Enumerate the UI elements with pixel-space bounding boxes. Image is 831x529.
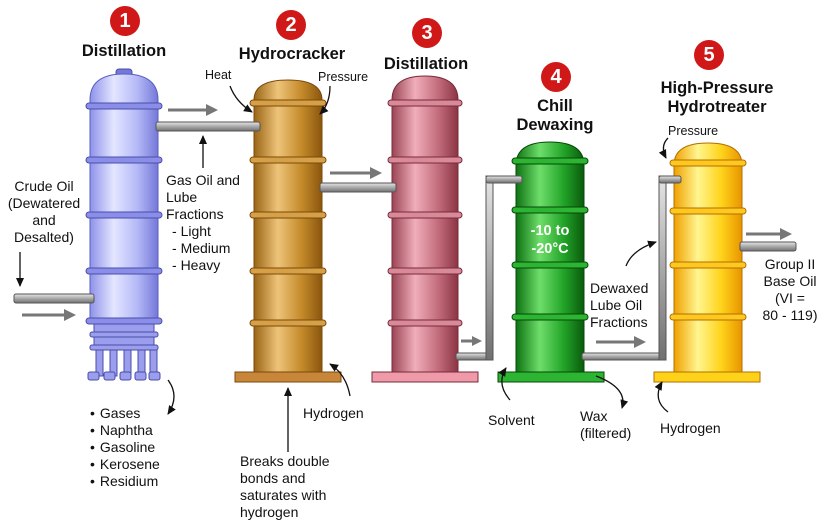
step-1-badge: 1 xyxy=(110,6,140,36)
step-5-badge: 5 xyxy=(694,40,724,70)
pressure-label-hydrocracker: Pressure xyxy=(318,70,369,84)
distillation-products-list: Gases Naphtha Gasoline Kerosene Residium xyxy=(90,405,160,490)
tower-hydrocracker xyxy=(234,79,342,383)
wax-label: Wax (filtered) xyxy=(580,408,632,441)
gas-oil-fraction-list: Light Medium Heavy xyxy=(166,223,240,274)
step-3-title: Distillation xyxy=(383,55,469,73)
tower-dewaxing xyxy=(497,141,605,383)
tower-distillation-1 xyxy=(85,68,163,381)
dewaxed-lube-oil-label: Dewaxed Lube Oil Fractions xyxy=(590,280,649,330)
tower-distillation-3 xyxy=(371,75,479,383)
hydrogen-label-hydrocracker: Hydrogen xyxy=(303,405,364,421)
group-ii-base-oil-label: Group II Base Oil (VI = 80 - 119) xyxy=(762,256,818,323)
list-item: Gases xyxy=(90,405,160,422)
step-2-title: Hydrocracker xyxy=(238,45,346,63)
step-3-badge: 3 xyxy=(412,18,442,48)
list-item: Naphtha xyxy=(90,422,160,439)
breaks-bonds-note: Breaks double bonds and saturates with h… xyxy=(240,453,330,520)
annotation-arrows xyxy=(16,85,669,452)
step-4-title: Chill Dewaxing xyxy=(516,97,594,134)
pipes xyxy=(13,121,797,361)
flow-arrows xyxy=(22,104,792,348)
list-item: Kerosene xyxy=(90,456,160,473)
step-5-title: High-Pressure Hydrotreater xyxy=(660,79,774,116)
step-1-title: Distillation xyxy=(81,42,167,60)
dewax-temperature-label: -10 to -20°C xyxy=(530,223,570,257)
heat-label: Heat xyxy=(205,68,232,82)
step-2-badge: 2 xyxy=(276,10,306,40)
list-item: Gasoline xyxy=(90,439,160,456)
step-4-badge: 4 xyxy=(541,62,571,92)
solvent-label: Solvent xyxy=(488,412,535,428)
crude-oil-label: Crude Oil (Dewatered and Desalted) xyxy=(7,178,81,245)
gas-oil-lube-label: Gas Oil and Lube Fractions Light Medium … xyxy=(166,172,240,274)
tower-hydrotreater xyxy=(653,142,761,383)
hydrogen-label-hydrotreater: Hydrogen xyxy=(660,420,721,436)
pressure-label-hydrotreater: Pressure xyxy=(668,124,719,138)
list-item: Residium xyxy=(90,473,160,490)
